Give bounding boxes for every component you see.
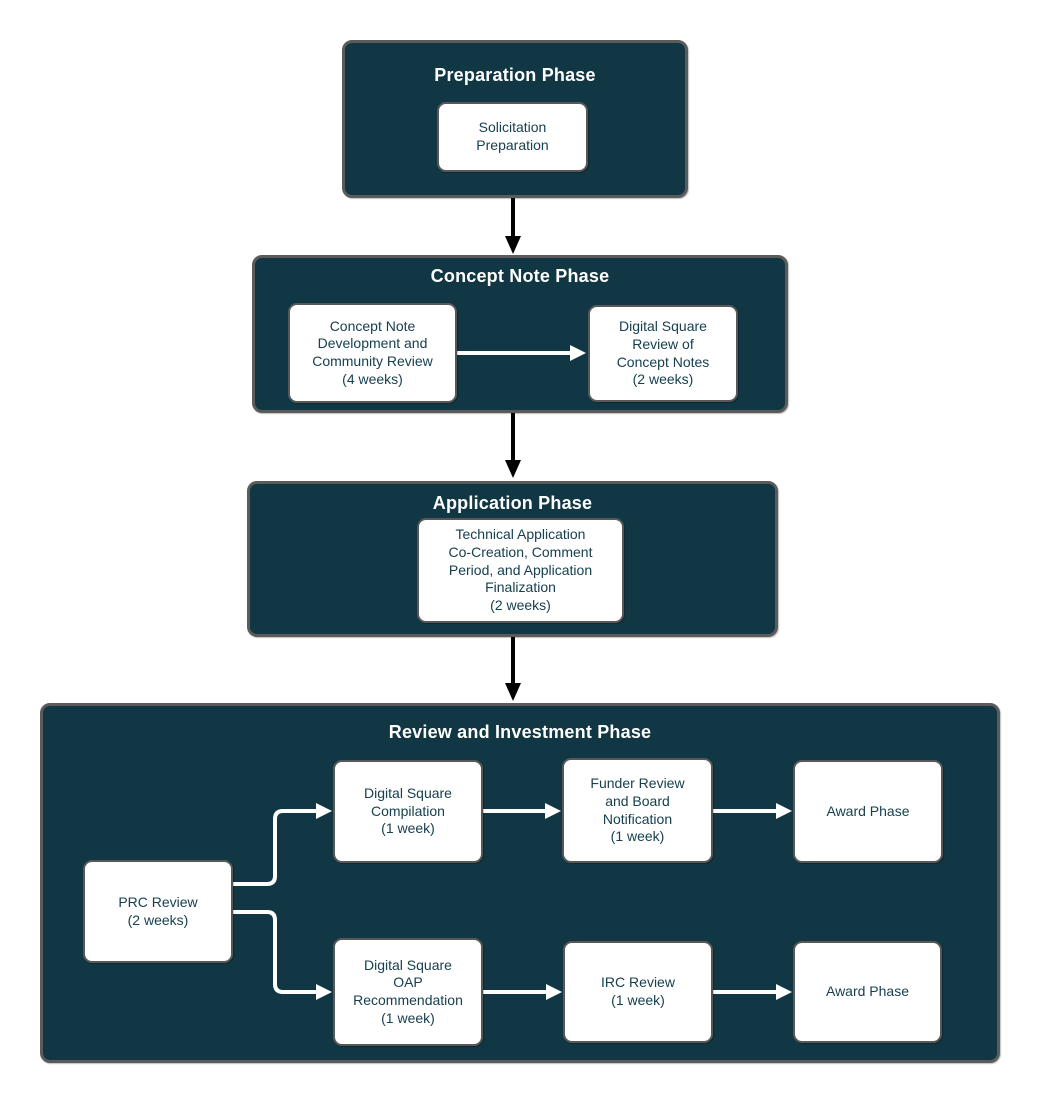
phase-preparation-title: Preparation Phase	[434, 65, 596, 85]
node-irc-review: IRC Review (1 week)	[563, 941, 713, 1043]
phase-review-and-investment-title: Review and Investment Phase	[388, 722, 652, 742]
phase-concept-note-title: Concept Note Phase	[430, 266, 610, 286]
node-solicitation-preparation: Solicitation Preparation	[437, 102, 588, 172]
node-technical-application: Technical Application Co-Creation, Comme…	[417, 518, 624, 623]
node-prc-review: PRC Review (2 weeks)	[83, 860, 233, 963]
node-digital-square-review: Digital Square Review of Concept Notes (…	[588, 305, 738, 402]
node-funder-review: Funder Review and Board Notification (1 …	[562, 758, 713, 863]
node-digital-square-compilation: Digital Square Compilation (1 week)	[333, 760, 483, 863]
node-digital-square-oap: Digital Square OAP Recommendation (1 wee…	[333, 938, 483, 1046]
phase-application-title: Application Phase	[432, 493, 593, 513]
node-award-phase-top: Award Phase	[793, 760, 943, 863]
arrowhead-concept-to-application	[505, 460, 521, 478]
arrowhead-preparation-to-concept	[505, 236, 521, 254]
arrowhead-application-to-review	[505, 683, 521, 701]
node-award-phase-bottom: Award Phase	[793, 941, 942, 1043]
node-concept-note-development: Concept Note Development and Community R…	[288, 303, 457, 403]
